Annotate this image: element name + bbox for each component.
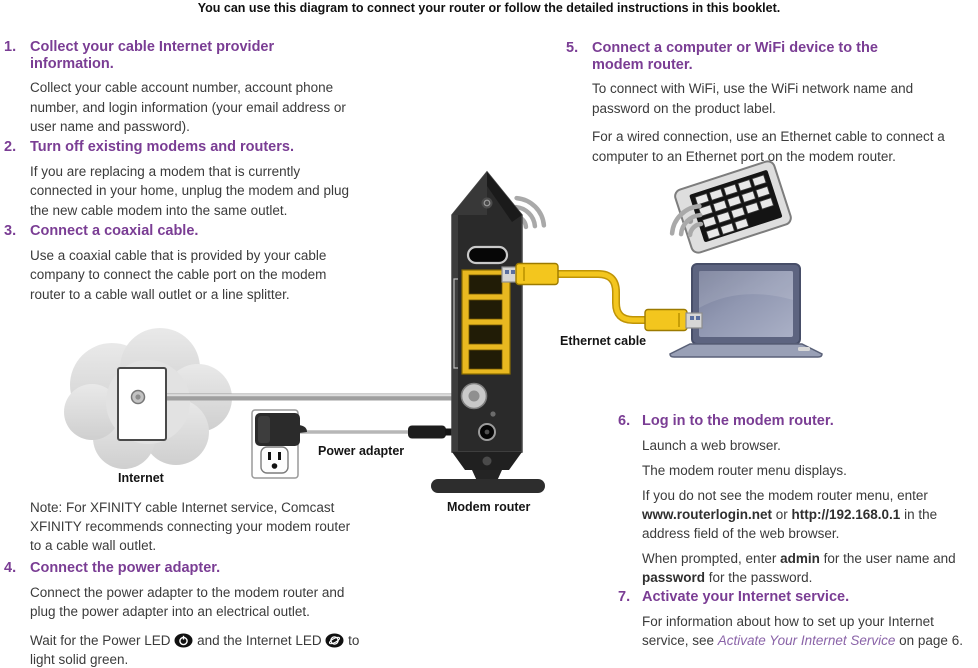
step-5: 5. Connect a computer or WiFi device to … <box>566 40 968 166</box>
step-6-text: in the address field of the web browser. <box>642 506 938 542</box>
ip-address-url: http://192.168.0.1 <box>791 506 901 522</box>
step-5-title: Connect a computer or WiFi device to the… <box>592 40 878 73</box>
coaxial-cable <box>140 393 470 401</box>
step-6-text: for the password. <box>705 570 813 586</box>
ethernet-cable <box>501 262 703 332</box>
step-7-text: on page 6. <box>895 632 963 648</box>
cable-wall-outlet <box>117 367 167 441</box>
laptop <box>669 263 823 358</box>
led-text-c: to light solid green. <box>30 632 360 668</box>
step-6-body-3: If you do not see the modem router menu,… <box>642 486 970 543</box>
note-label: Note: <box>30 500 63 515</box>
power-adapter <box>251 409 307 479</box>
led-text-a: Wait for the Power LED <box>30 632 175 648</box>
routerlogin-url: www.routerlogin.net <box>642 506 772 522</box>
step-1-title: Collect your cable Internet provider inf… <box>30 39 275 72</box>
led-text-b: and the Internet LED <box>193 632 326 648</box>
step-5-body-1: To connect with WiFi, use the WiFi netwo… <box>592 81 914 116</box>
step-4-led-sentence: Wait for the Power LED and the Internet … <box>30 631 364 668</box>
username-value: admin <box>780 551 820 567</box>
step-2: 2. Turn off existing modems and routers.… <box>4 139 360 220</box>
modem-router-label: Modem router <box>447 500 531 514</box>
step-4-title: Connect the power adapter. <box>30 560 221 576</box>
step-7-number: 7. <box>618 589 631 605</box>
step-7-body: For information about how to set up your… <box>642 612 970 650</box>
internet-label: Internet <box>118 471 164 485</box>
step-7-text: For information about how to set up your… <box>642 613 934 648</box>
power-adapter-label: Power adapter <box>318 444 405 458</box>
xfinity-note: Note: For XFINITY cable Internet service… <box>30 499 362 556</box>
step-7-title: Activate your Internet service. <box>642 589 850 605</box>
step-6-text: for the user name and <box>819 551 956 567</box>
step-2-number: 2. <box>4 139 17 155</box>
internet-led-icon <box>325 633 344 648</box>
step-7: 7. Activate your Internet service. For i… <box>618 589 970 650</box>
password-value: password <box>642 570 706 586</box>
step-6-title: Log in to the modem router. <box>642 413 834 429</box>
wifi-signal-icon <box>669 203 704 238</box>
step-2-body: If you are replacing a modem that is cur… <box>30 163 349 218</box>
step-6-text: When prompted, enter <box>642 551 781 567</box>
activate-service-reference: Activate Your Internet Service <box>717 632 896 648</box>
step-1: 1. Collect your cable Internet provider … <box>4 39 360 137</box>
step-1-number: 1. <box>4 39 17 55</box>
modem-router <box>431 170 545 493</box>
step-2-title: Turn off existing modems and routers. <box>30 139 294 155</box>
step-6-body-1: Launch a web browser. <box>642 437 781 453</box>
step-3: 3. Connect a coaxial cable. Use a coaxia… <box>4 223 360 304</box>
step-6-text: If you do not see the modem router menu,… <box>642 487 928 503</box>
page-tagline: You can use this diagram to connect your… <box>197 1 781 15</box>
step-3-title: Connect a coaxial cable. <box>30 223 199 239</box>
power-cord <box>298 425 470 439</box>
step-6: 6. Log in to the modem router. Launch a … <box>618 413 970 594</box>
step-1-body: Collect your cable account number, accou… <box>30 80 346 135</box>
step-6-body-2: The modem router menu displays. <box>642 462 847 478</box>
step-4-number: 4. <box>4 560 17 576</box>
tablet-device <box>674 160 792 254</box>
note-text: For XFINITY cable Internet service, Comc… <box>30 500 351 553</box>
power-led-icon <box>174 633 193 648</box>
step-3-number: 3. <box>4 223 17 239</box>
step-5-number: 5. <box>566 40 579 56</box>
step-4: 4. Connect the power adapter. Connect th… <box>4 560 364 668</box>
step-4-body: Connect the power adapter to the modem r… <box>30 584 345 620</box>
ethernet-cable-label: Ethernet cable <box>560 334 647 348</box>
step-6-body-4: When prompted, enter admin for the user … <box>642 549 970 587</box>
step-6-number: 6. <box>618 413 631 429</box>
step-5-body-2: For a wired connection, use an Ethernet … <box>592 129 945 164</box>
step-3-body: Use a coaxial cable that is provided by … <box>30 247 327 302</box>
step-6-text: or <box>772 506 792 522</box>
